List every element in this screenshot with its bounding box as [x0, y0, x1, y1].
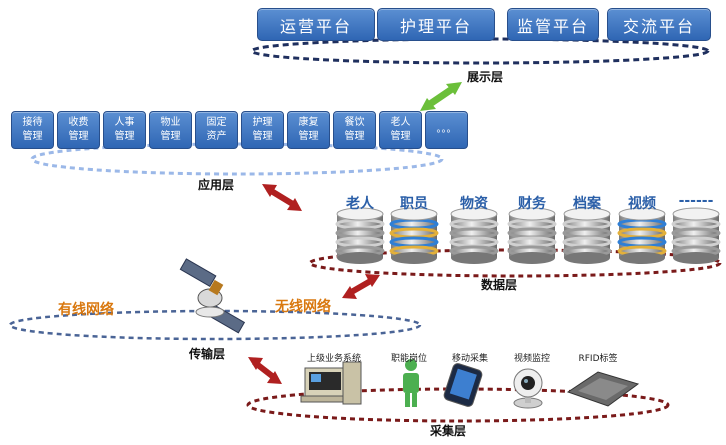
platform-button-1[interactable]: 护理平台	[377, 8, 495, 41]
application-module-3[interactable]: 物业管理	[149, 111, 192, 149]
application-module-5[interactable]: 护理管理	[241, 111, 284, 149]
transport-layer-label: 传输层	[189, 347, 226, 361]
display-layer-label: 展示层	[467, 70, 504, 84]
device-label-3: 视频监控	[513, 354, 550, 364]
database-cylinder-2	[449, 207, 499, 264]
platform-button-3[interactable]: 交流平台	[607, 8, 711, 41]
module-line1: 餐饮	[344, 117, 365, 128]
transport-ring	[8, 309, 422, 341]
module-line2: 管理	[344, 131, 365, 142]
display-ring	[250, 37, 710, 65]
module-line1: 康复	[298, 117, 319, 128]
collection-layer-label: 采集层	[430, 424, 467, 438]
module-line1: 固定	[206, 117, 227, 128]
device-label-1: 职能岗位	[390, 354, 427, 364]
module-line1: 。。。	[436, 124, 457, 135]
platform-button-2[interactable]: 监管平台	[507, 8, 599, 41]
wired-network-label: 有线网络	[58, 302, 114, 318]
data-store-label-1: 职员	[400, 196, 428, 212]
wireless-network-label: 无线网络	[275, 299, 331, 315]
data-store-label-0: 老人	[346, 196, 374, 212]
application-layer-label: 应用层	[198, 178, 235, 192]
application-module-4[interactable]: 固定资产	[195, 111, 238, 149]
module-line2: 管理	[390, 131, 411, 142]
application-module-8[interactable]: 老人管理	[379, 111, 422, 149]
application-module-6[interactable]: 康复管理	[287, 111, 330, 149]
platform-button-0[interactable]: 运营平台	[257, 8, 375, 41]
database-cylinder-1	[389, 207, 439, 264]
module-line2: 管理	[160, 131, 181, 142]
collection-ring	[246, 387, 670, 423]
satellite-icon	[179, 258, 246, 334]
mobile-device-icon	[443, 363, 483, 407]
module-line1: 人事	[114, 117, 135, 128]
database-cylinder-4	[562, 207, 612, 264]
application-module-9[interactable]: 。。。	[425, 111, 468, 149]
data-store-label-5: 视频	[628, 196, 656, 212]
device-label-4: RFID标签	[578, 354, 618, 364]
database-cylinder-6	[671, 207, 721, 264]
module-line2: 资产	[206, 131, 227, 142]
database-cylinder-3	[507, 207, 557, 264]
application-module-1[interactable]: 收费管理	[57, 111, 100, 149]
database-cylinders	[335, 207, 721, 264]
database-cylinder-0	[335, 207, 385, 264]
module-line2: 管理	[114, 131, 135, 142]
application-module-7[interactable]: 餐饮管理	[333, 111, 376, 149]
application-module-0[interactable]: 接待管理	[11, 111, 54, 149]
module-line2: 管理	[298, 131, 319, 142]
module-line1: 老人	[390, 117, 411, 128]
data-store-label-4: 档案	[573, 196, 601, 212]
module-line1: 物业	[160, 117, 181, 128]
data-store-label-6: ------	[678, 193, 714, 209]
arrow-transport-collection	[248, 357, 282, 384]
data-ring	[308, 248, 722, 278]
module-line2: 管理	[22, 131, 43, 142]
data-layer-label: 数据层	[481, 278, 518, 292]
module-line1: 接待	[22, 117, 43, 128]
module-line2: 管理	[68, 131, 89, 142]
computer-icon	[300, 361, 362, 405]
rfid-tag-icon	[566, 371, 640, 407]
module-line1: 收费	[68, 117, 89, 128]
database-cylinder-5	[617, 207, 667, 264]
application-ring	[30, 142, 444, 176]
arrow-display-application	[420, 82, 462, 111]
device-label-2: 移动采集	[451, 354, 488, 364]
data-store-label-2: 物资	[460, 196, 488, 212]
camera-icon	[513, 368, 543, 409]
staff-person-icon	[403, 359, 419, 407]
application-module-2[interactable]: 人事管理	[103, 111, 146, 149]
module-line2: 管理	[252, 131, 273, 142]
device-label-0: 上级业务系统	[306, 354, 361, 364]
data-store-label-3: 财务	[518, 196, 546, 212]
arrow-application-data	[262, 184, 302, 211]
arrow-data-transport	[342, 274, 380, 299]
module-line1: 护理	[252, 117, 273, 128]
